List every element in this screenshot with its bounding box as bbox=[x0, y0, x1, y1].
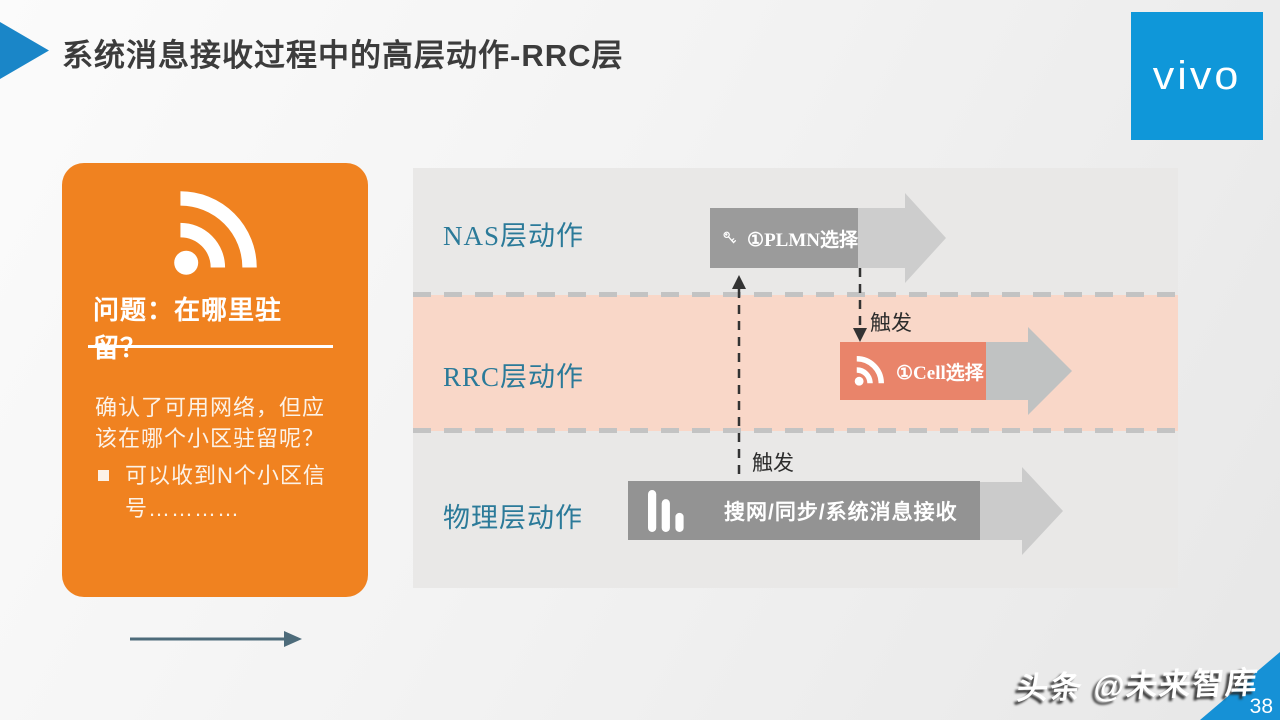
forward-arrow-icon bbox=[130, 631, 302, 647]
rrc-step-label: ①Cell选择 bbox=[896, 362, 984, 384]
phy-step-box: 搜网/同步/系统消息接收 bbox=[628, 481, 980, 540]
card-bullet-line2: 号………… bbox=[125, 496, 241, 521]
page-number: 38 bbox=[1249, 695, 1273, 718]
question-card: 问题：在哪里驻 留？ 确认了可用网络，但应 该在哪个小区驻留呢？ 可以收到N个小… bbox=[62, 163, 368, 597]
title-bullet-triangle-icon bbox=[0, 22, 49, 79]
card-heading-line1: 问题：在哪里驻 bbox=[93, 295, 283, 325]
rss-icon bbox=[854, 356, 884, 386]
band-dashed-border-top bbox=[413, 292, 1178, 297]
row-label-rrc: RRC层动作 bbox=[443, 362, 585, 392]
row-label-nas: NAS层动作 bbox=[443, 221, 585, 251]
row-label-phy: 物理层动作 bbox=[443, 503, 583, 533]
trigger-label-rrc: 触发 bbox=[870, 312, 912, 335]
trigger-connectors bbox=[732, 268, 867, 480]
card-heading: 问题：在哪里驻 留？ bbox=[93, 291, 282, 367]
phy-step-label: 搜网/同步/系统消息接收 bbox=[724, 500, 958, 524]
card-body: 确认了可用网络，但应 该在哪个小区驻留呢？ bbox=[95, 392, 325, 454]
page-title: 系统消息接收过程中的高层动作-RRC层 bbox=[62, 38, 624, 73]
card-body-line1: 确认了可用网络，但应 bbox=[95, 395, 326, 420]
rss-icon bbox=[174, 191, 257, 275]
nas-step-label: ①PLMN选择 bbox=[747, 229, 858, 251]
card-bullet-item: 可以收到N个小区信 号………… bbox=[98, 459, 326, 525]
card-body-line2: 该在哪个小区驻留呢？ bbox=[95, 426, 326, 451]
nas-step-box: ①PLMN选择 bbox=[710, 208, 858, 268]
heading-underline bbox=[88, 345, 333, 348]
vivo-logo: vivo bbox=[1131, 12, 1263, 140]
card-heading-line2: 留？ bbox=[93, 333, 148, 363]
bar-chart-icon bbox=[648, 489, 684, 532]
trigger-label-phy: 触发 bbox=[752, 452, 794, 475]
key-icon bbox=[723, 231, 737, 244]
watermark-text: 头条 @未来智库 bbox=[1015, 664, 1261, 707]
vivo-logo-text: vivo bbox=[1152, 53, 1242, 98]
card-bullet-line1: 可以收到N个小区信 bbox=[125, 463, 326, 488]
bullet-square-icon bbox=[98, 470, 109, 481]
rrc-step-box: ①Cell选择 bbox=[840, 342, 986, 400]
band-dashed-border-bottom bbox=[413, 428, 1178, 433]
